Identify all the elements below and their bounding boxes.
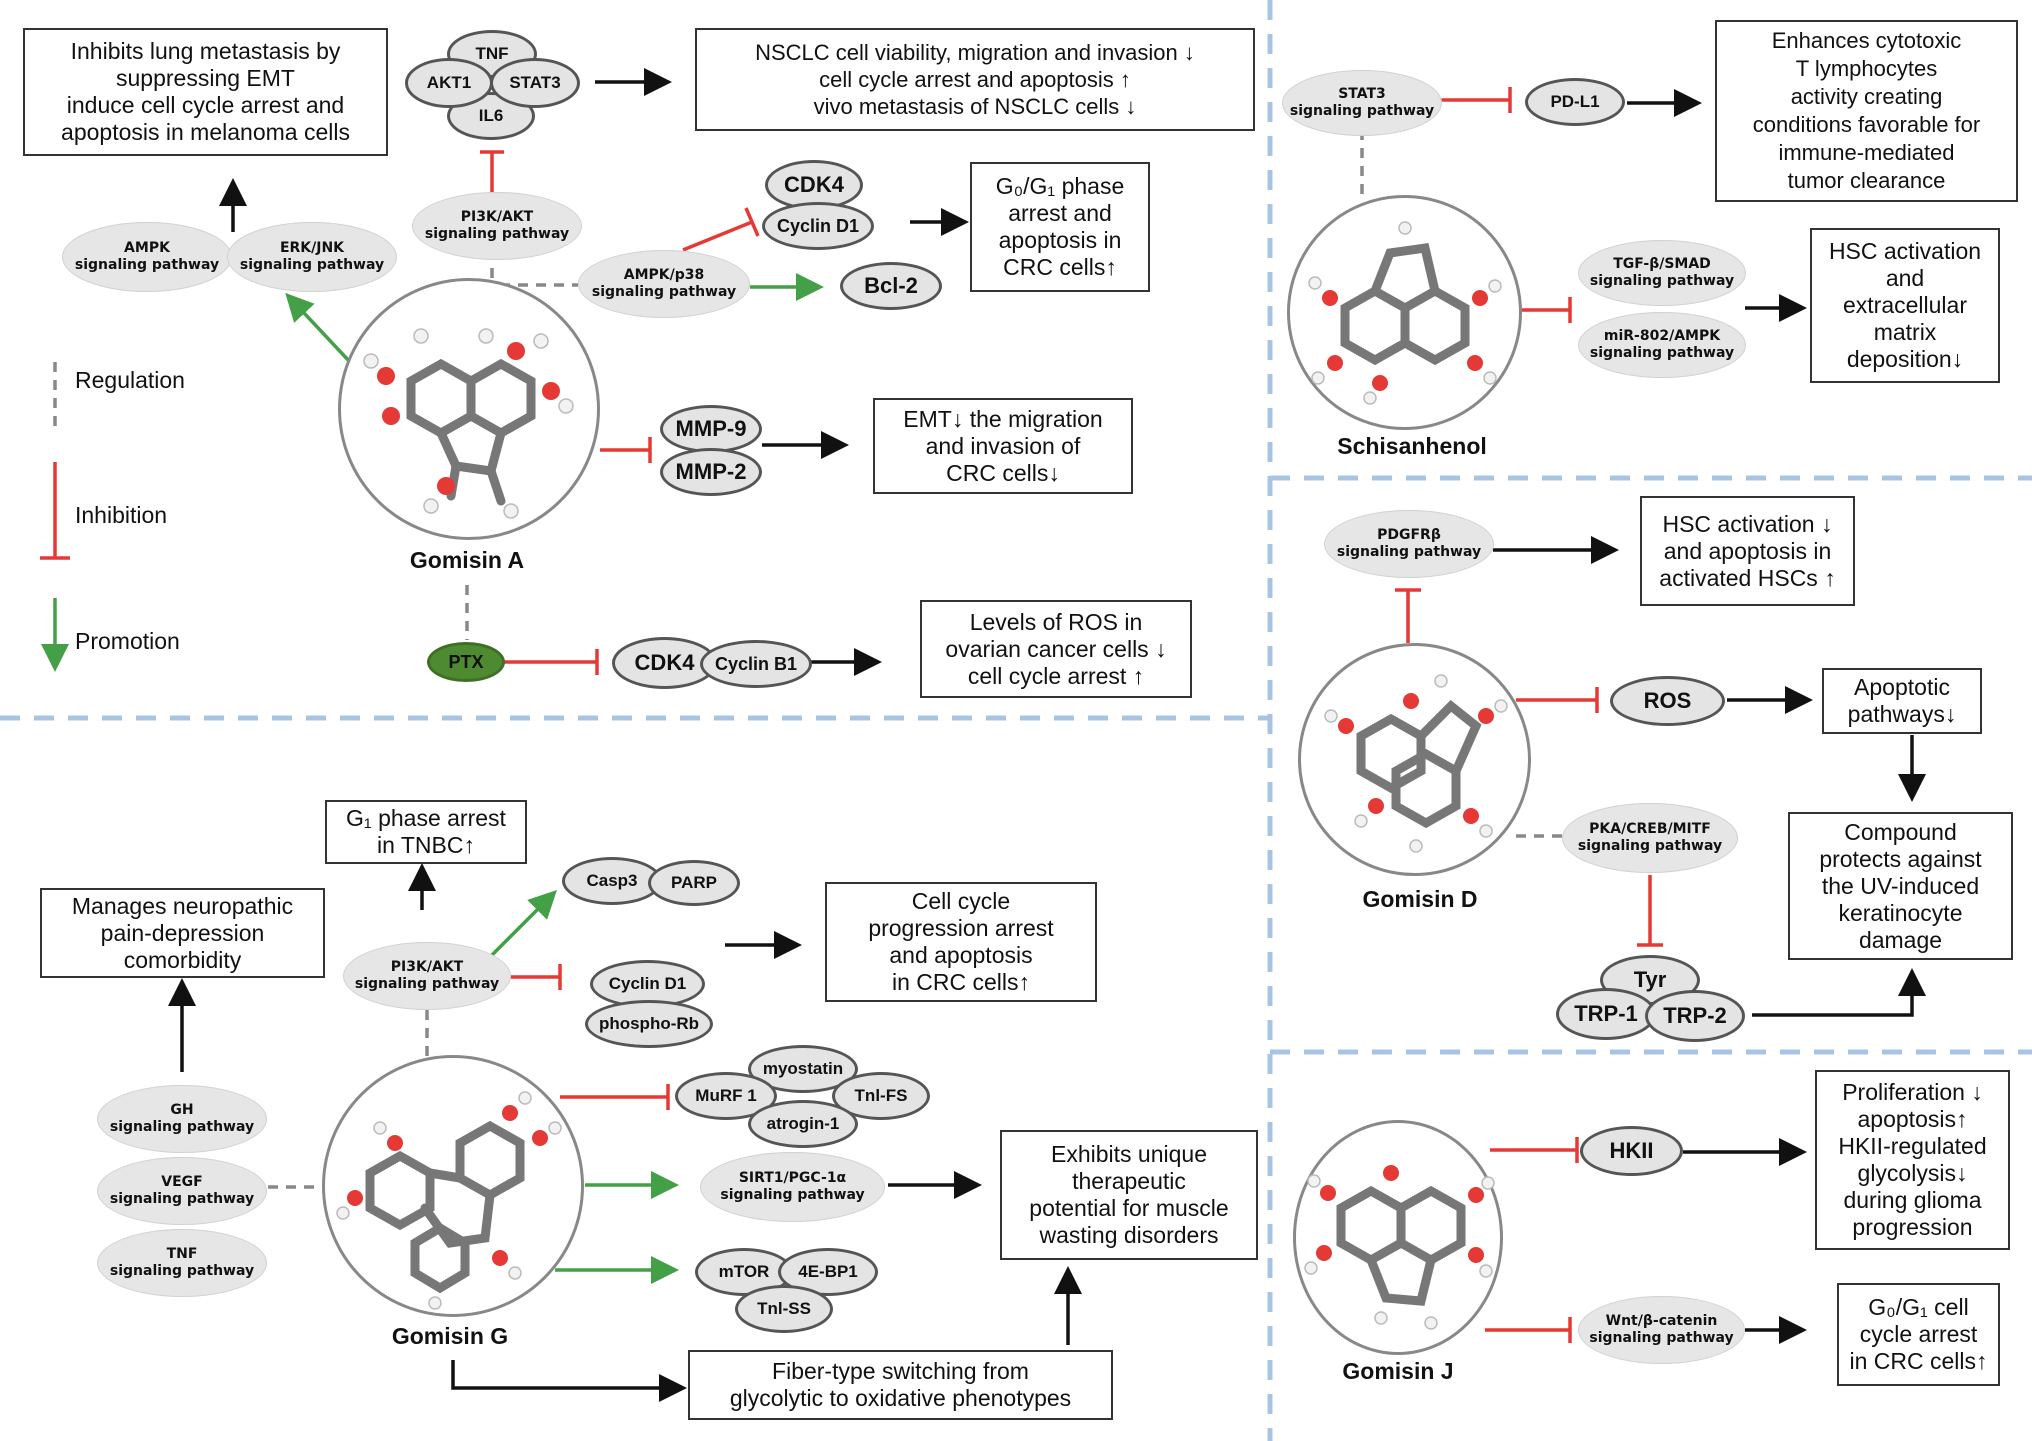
protein-tnl-ss: Tnl-SS (735, 1285, 833, 1333)
gomisin-d-label: Gomisin D (1362, 886, 1478, 912)
gomisin-g-molecule (322, 1055, 584, 1317)
legend-regulation-label: Regulation (75, 367, 185, 393)
schisanhenol-label: Schisanhenol (1337, 433, 1487, 459)
protein-bcl2: Bcl-2 (840, 262, 942, 310)
gomisin-g-label: Gomisin G (391, 1323, 509, 1349)
legend-promotion-label: Promotion (75, 628, 180, 654)
legend-inhibition-label: Inhibition (75, 502, 168, 528)
molecule-icon (363, 328, 574, 519)
schisanhenol-molecule (1287, 195, 1522, 430)
molecule-icon (1304, 1165, 1495, 1330)
protein-trp1: TRP-1 (1556, 988, 1656, 1040)
protein-hkii: HKII (1580, 1126, 1683, 1176)
protein-mmp2: MMP-2 (660, 448, 762, 496)
gomisin-j-label: Gomisin J (1342, 1358, 1454, 1384)
protein-akt1: AKT1 (405, 58, 493, 108)
box-nsclc: NSCLC cell viability, migration and inva… (695, 28, 1255, 131)
molecule-icon (1308, 221, 1502, 405)
protein-cdk4-b: CDK4 (612, 637, 717, 689)
ptx-node: PTX (427, 642, 505, 682)
protein-cyclin-d1: Cyclin D1 (762, 202, 874, 250)
protein-pd-l1: PD-L1 (1525, 78, 1625, 126)
gomisin-d-molecule (1298, 643, 1531, 876)
protein-ros: ROS (1610, 676, 1725, 726)
protein-phospho-rb: phospho-Rb (585, 1000, 713, 1048)
gomisin-a-molecule (338, 278, 600, 540)
protein-trp2: TRP-2 (1645, 990, 1745, 1042)
gomisin-j-molecule (1293, 1120, 1503, 1355)
molecule-icon (336, 1091, 562, 1310)
protein-atrogin1: atrogin-1 (748, 1100, 858, 1148)
protein-casp3: Casp3 (562, 857, 662, 905)
gomisin-a-label: Gomisin A (409, 547, 525, 573)
protein-cyclin-b1: Cyclin B1 (700, 640, 812, 688)
protein-mmp9: MMP-9 (660, 405, 762, 453)
molecule-icon (1324, 674, 1508, 853)
protein-parp: PARP (648, 860, 740, 906)
legend-symbols (40, 362, 70, 672)
protein-stat3: STAT3 (490, 58, 580, 108)
